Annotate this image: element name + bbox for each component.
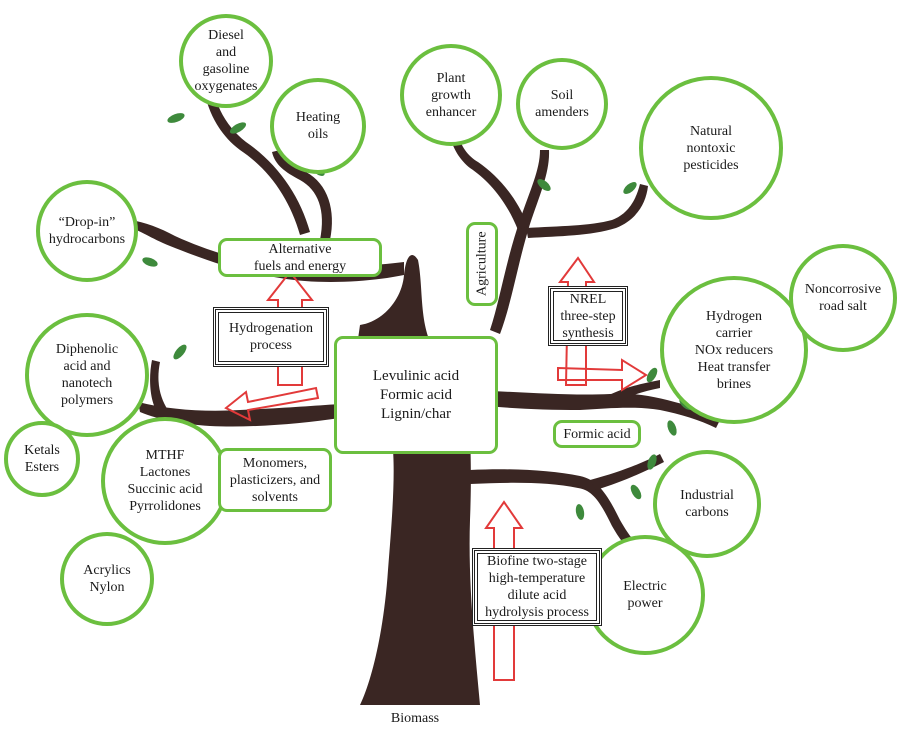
branch-right-low (470, 469, 648, 560)
tree-trunk (360, 430, 480, 705)
product-electric: Electric power (623, 579, 667, 611)
circle-heating (270, 78, 366, 174)
circle-acrylics (60, 532, 154, 626)
branch-fuels-1 (205, 92, 310, 235)
circle-saltroad (789, 244, 897, 352)
trunk-label-biomass: Biomass (390, 710, 440, 726)
arrow-biofine-up (484, 500, 524, 681)
circle-pesticides (639, 76, 783, 220)
arrow-nrel-up (558, 256, 596, 386)
category-formic: Formic acid (553, 420, 641, 448)
category-monomers: Monomers, plasticizers, and solvents (218, 448, 332, 512)
branch-left-low-tip (150, 360, 168, 416)
product-diesel: Diesel and gasoline oxygenates (194, 28, 258, 94)
branch-right-mid-2 (600, 380, 660, 408)
product-saltroad: Noncorrosive road salt (804, 282, 882, 314)
circle-dropin (36, 180, 138, 282)
branch-right-mid (470, 390, 720, 428)
branch-right-low-2 (590, 454, 664, 490)
process-nrel: NREL three-step synthesis (548, 286, 628, 346)
circle-diphenolic (25, 313, 149, 437)
product-ketals: Ketals Esters (24, 443, 60, 475)
category-agriculture: Agriculture (466, 222, 498, 306)
product-circles (4, 14, 897, 655)
product-soil: Soil amenders (535, 88, 589, 120)
product-heating: Heating oils (295, 110, 341, 142)
product-dropin: “Drop-in” hydrocarbons (48, 215, 126, 247)
product-acrylics: Acrylics Nylon (83, 563, 131, 595)
product-pesticides: Natural nontoxic pesticides (683, 123, 739, 173)
process-biofine: Biofine two-stage high-temperature dilut… (472, 548, 602, 626)
center-products: Levulinic acid Formic acid Lignin/char (334, 336, 498, 454)
branch-agri-3 (526, 184, 648, 238)
product-plant: Plant growth enhancer (425, 70, 477, 120)
product-mthf: MTHF Lactones Succinic acid Pyrrolidones (127, 448, 203, 514)
arrow-monomers-left (224, 386, 320, 422)
circle-ketals (4, 421, 80, 497)
circle-diesel (179, 14, 273, 108)
circle-soil (516, 58, 608, 150)
category-fuels: Alternative fuels and energy (218, 238, 382, 277)
arrow-nrel-right (557, 358, 648, 392)
circle-industrial (653, 450, 761, 558)
branch-agri-2 (450, 132, 528, 230)
circle-plant (400, 44, 502, 146)
circle-hydrogen (660, 276, 808, 424)
product-industrial: Industrial carbons (680, 488, 734, 520)
product-diphenolic: Diphenolic acid and nanotech polymers (55, 342, 119, 408)
product-hydrogen: Hydrogen carrier NOx reducers Heat trans… (694, 308, 774, 392)
branch-agri (490, 150, 550, 334)
arrow-hydrogenation-up (265, 270, 315, 386)
process-hydrogenation: Hydrogenation process (213, 307, 329, 367)
process-arrows (224, 256, 648, 681)
branch-fuels-2 (272, 150, 332, 240)
